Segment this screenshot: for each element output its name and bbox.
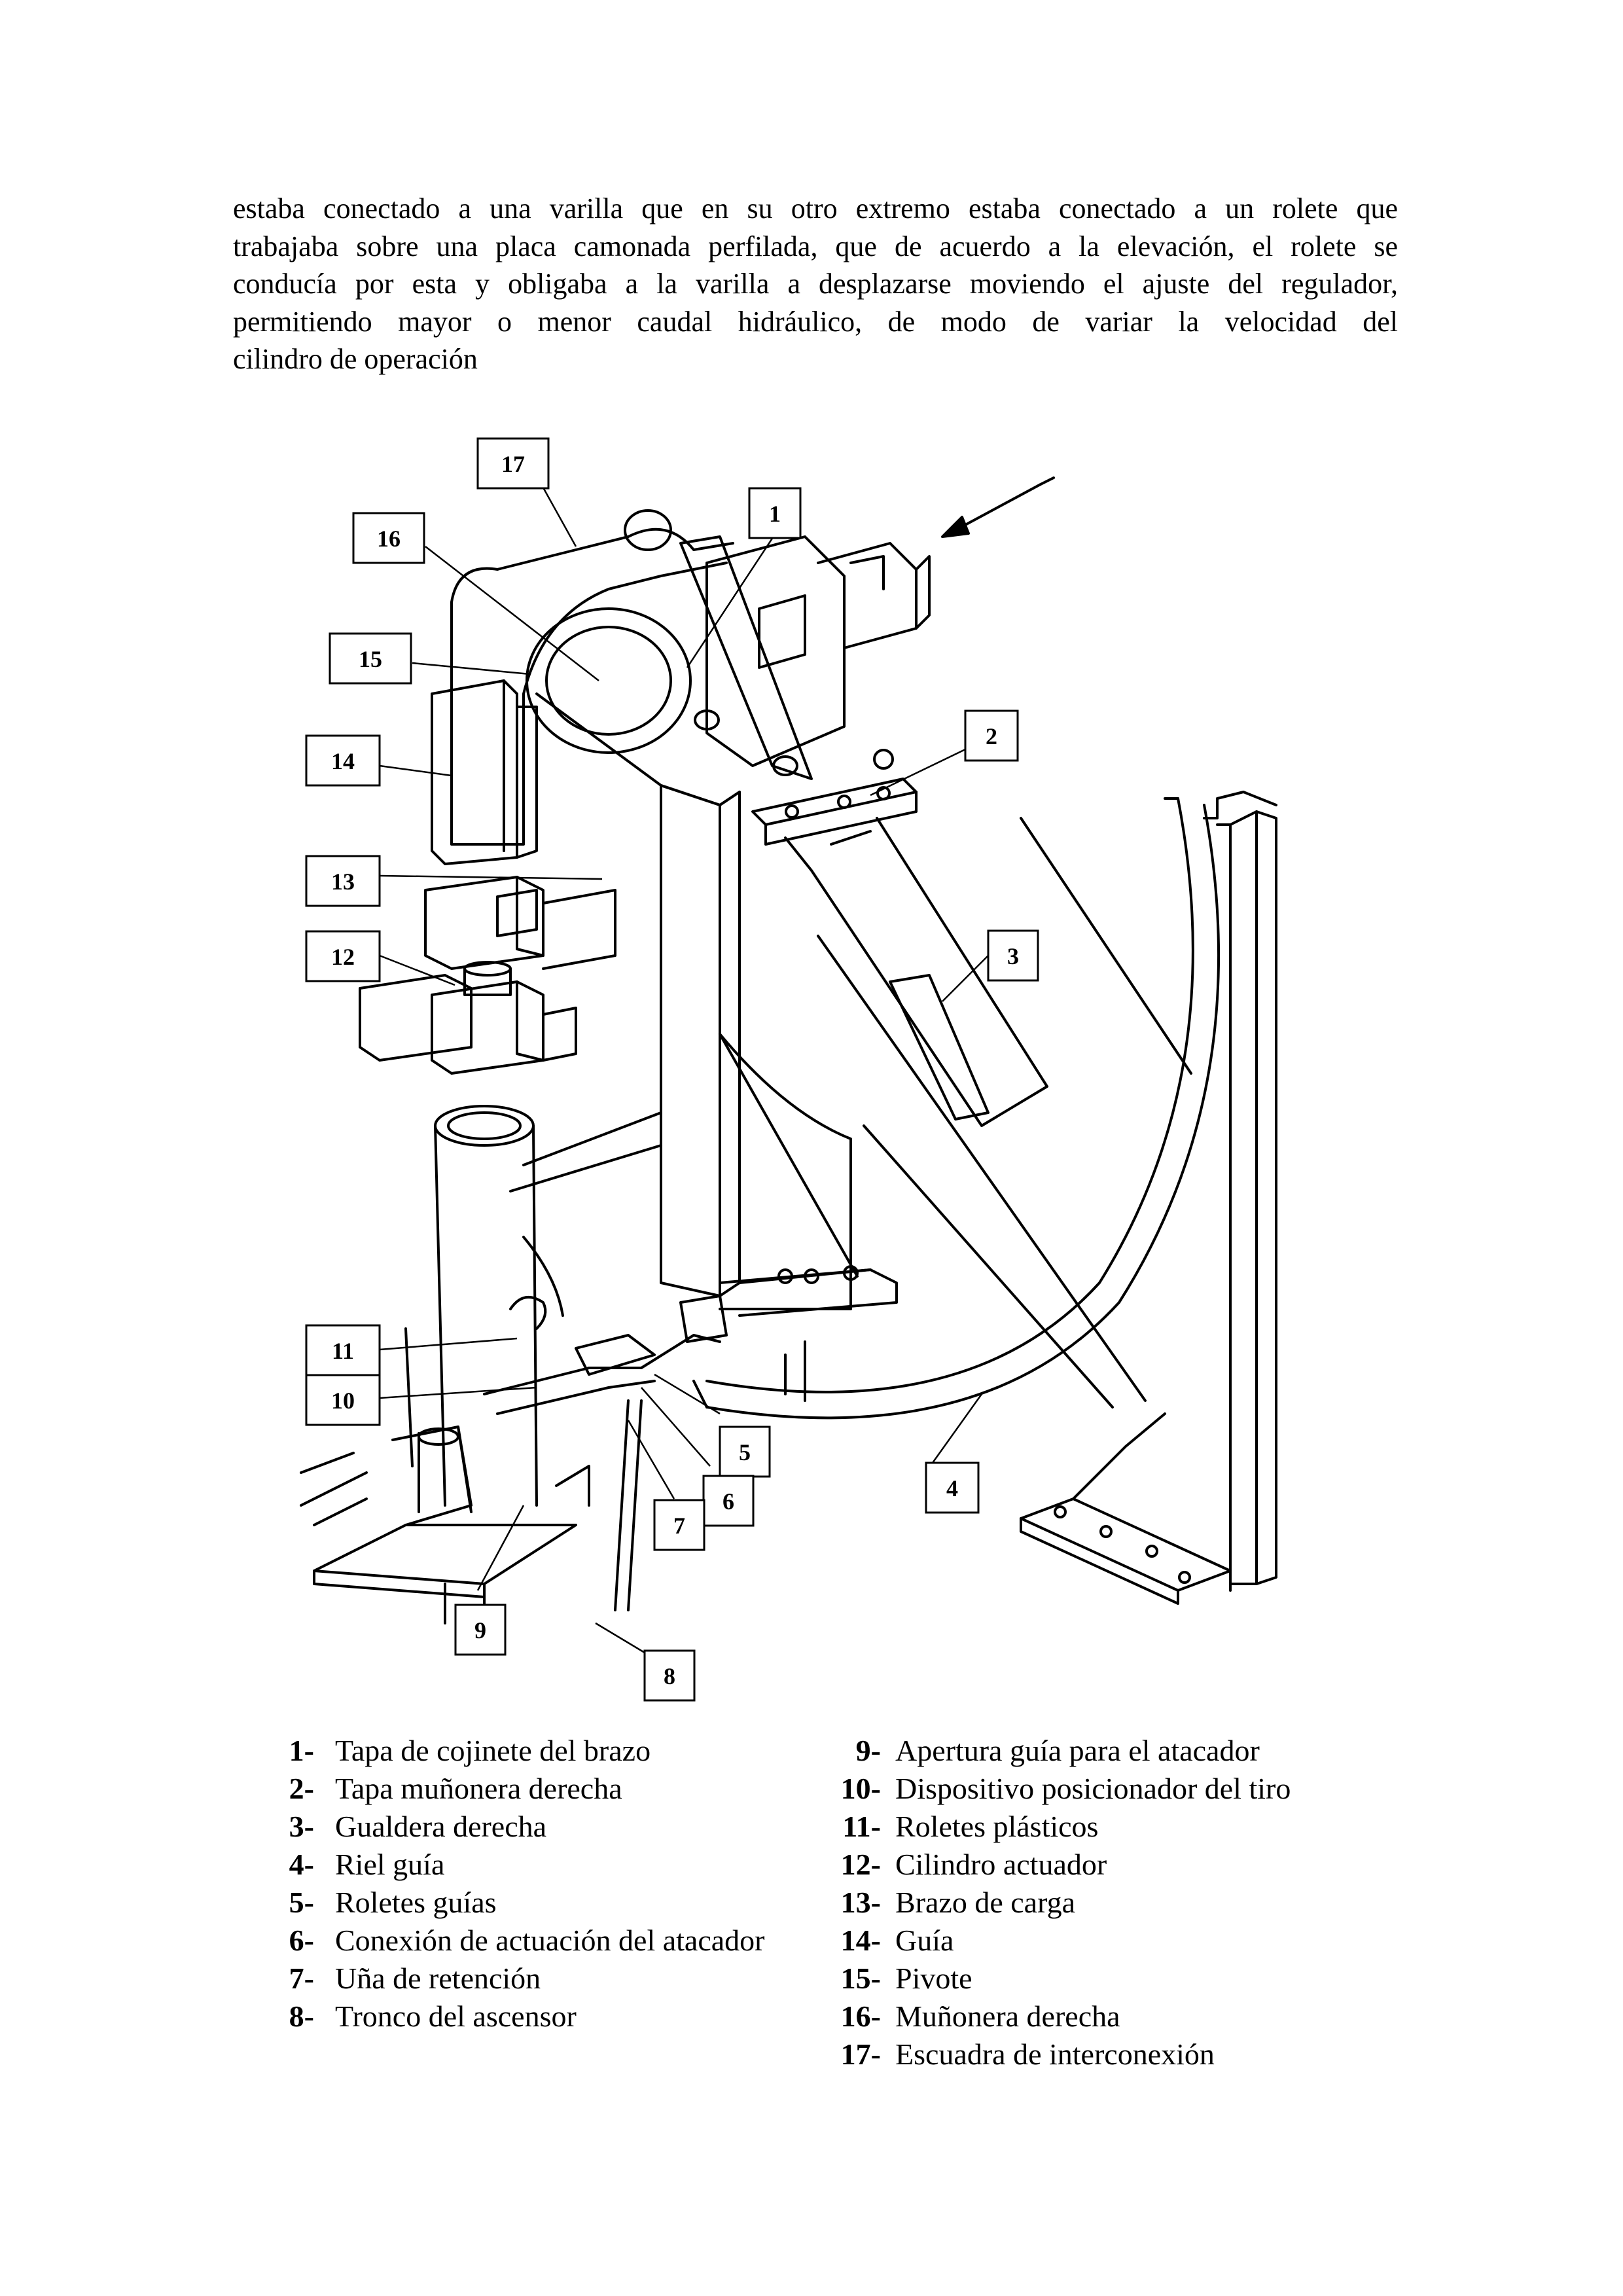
legend-text: Apertura guía para el atacador — [895, 1734, 1260, 1767]
legend-text: Conexión de actuación del atacador — [335, 1924, 765, 1957]
legend-text: Dispositivo posicionador del tiro — [895, 1772, 1291, 1805]
legend-item: 1- Tapa de cojinete del brazo — [275, 1732, 765, 1770]
callout-10: 10 — [305, 1374, 381, 1426]
callout-15: 15 — [329, 632, 412, 685]
callout-7: 7 — [653, 1499, 705, 1551]
legend-item: 15- Pivote — [831, 1960, 1291, 1998]
legend-number: 11- — [842, 1810, 881, 1843]
legend-item: 8- Tronco del ascensor — [275, 1998, 765, 2036]
legend-item: 2- Tapa muñonera derecha — [275, 1770, 765, 1808]
svg-text:12: 12 — [331, 944, 355, 970]
callout-1: 1 — [748, 487, 802, 539]
svg-text:5: 5 — [739, 1439, 751, 1465]
legend-text: Roletes plásticos — [895, 1810, 1099, 1843]
svg-text:11: 11 — [332, 1338, 354, 1364]
legend-item: 12- Cilindro actuador — [831, 1846, 1291, 1884]
legend-number: 2- — [289, 1772, 314, 1805]
callout-14: 14 — [305, 734, 381, 787]
legend-text: Gualdera derecha — [335, 1810, 547, 1843]
legend-number: 8- — [289, 2000, 314, 2033]
legend-number: 16- — [840, 2000, 881, 2033]
callout-2: 2 — [964, 709, 1019, 762]
legend-text: Pivote — [895, 1962, 972, 1995]
paragraph-line: trabajaba sobre una placa camonada perfi… — [233, 230, 1398, 262]
paragraph-line: estaba conectado a una varilla que en su… — [233, 192, 1398, 224]
leader-lines — [379, 487, 989, 1654]
callout-13: 13 — [305, 855, 381, 907]
legend-number: 15- — [840, 1962, 881, 1995]
legend-text: Roletes guías — [335, 1886, 497, 1919]
callout-3: 3 — [987, 929, 1039, 982]
legend-item: 11- Roletes plásticos — [831, 1808, 1291, 1846]
svg-text:1: 1 — [769, 501, 781, 527]
svg-text:3: 3 — [1007, 943, 1019, 969]
paragraph-line: conducía por esta y obligaba a la varill… — [233, 268, 1398, 300]
svg-text:8: 8 — [664, 1663, 675, 1689]
legend-text: Tronco del ascensor — [335, 2000, 577, 2033]
legend-text: Escuadra de interconexión — [895, 2037, 1215, 2071]
legend-item: 7- Uña de retención — [275, 1960, 765, 1998]
legend-text: Tapa muñonera derecha — [335, 1772, 622, 1805]
svg-text:2: 2 — [986, 723, 997, 749]
legend-number: 12- — [840, 1848, 881, 1881]
technical-drawing: 17 1 16 15 2 14 13 12 — [300, 437, 1277, 1702]
callout-5: 5 — [719, 1426, 771, 1478]
svg-text:7: 7 — [673, 1513, 685, 1539]
callout-9: 9 — [454, 1604, 507, 1656]
svg-text:15: 15 — [359, 646, 382, 672]
legend-text: Tapa de cojinete del brazo — [335, 1734, 651, 1767]
body-paragraph: estaba conectado a una varilla que en su… — [233, 190, 1398, 378]
callout-6: 6 — [702, 1475, 755, 1527]
callout-16: 16 — [352, 512, 425, 564]
legend-item: 14- Guía — [831, 1922, 1291, 1960]
legend-number: 7- — [289, 1962, 314, 1995]
callout-labels: 17 1 16 15 2 14 13 12 — [305, 437, 1039, 1702]
legend-number: 3- — [289, 1810, 314, 1843]
legend-text: Guía — [895, 1924, 954, 1957]
legend-number: 13- — [840, 1886, 881, 1919]
legend-number: 10- — [840, 1772, 881, 1805]
legend-number: 6- — [289, 1924, 314, 1957]
legend-item: 13- Brazo de carga — [831, 1884, 1291, 1922]
svg-text:13: 13 — [331, 869, 355, 895]
legend-left-column: 1- Tapa de cojinete del brazo 2- Tapa muño… — [275, 1732, 765, 2036]
callout-17: 17 — [476, 437, 550, 490]
legend-item: 17- Escuadra de interconexión — [831, 2036, 1291, 2073]
legend-item: 10- Dispositivo posicionador del tiro — [831, 1770, 1291, 1808]
svg-text:10: 10 — [331, 1388, 355, 1414]
svg-text:6: 6 — [722, 1488, 734, 1515]
paragraph-line: cilindro de operación — [233, 343, 478, 375]
callout-4: 4 — [925, 1462, 980, 1514]
legend-item: 4- Riel guía — [275, 1846, 765, 1884]
legend-item: 6- Conexión de actuación del atacador — [275, 1922, 765, 1960]
legend-number: 14- — [840, 1924, 881, 1957]
legend-text: Brazo de carga — [895, 1886, 1075, 1919]
svg-text:14: 14 — [331, 748, 355, 774]
svg-text:17: 17 — [501, 451, 525, 477]
legend-item: 3- Gualdera derecha — [275, 1808, 765, 1846]
legend-right-column: 9- Apertura guía para el atacador 10- Disp… — [831, 1732, 1291, 2073]
paragraph-line: permitiendo mayor o menor caudal hidrául… — [233, 305, 1398, 338]
legend-item: 5- Roletes guías — [275, 1884, 765, 1922]
legend-number: 9- — [855, 1734, 881, 1767]
legend-text: Uña de retención — [335, 1962, 541, 1995]
legend-number: 5- — [289, 1886, 314, 1919]
legend-text: Cilindro actuador — [895, 1848, 1107, 1881]
mechanism-illustration — [300, 476, 1277, 1631]
svg-text:4: 4 — [946, 1475, 958, 1501]
legend-item: 9- Apertura guía para el atacador — [831, 1732, 1291, 1770]
legend-text: Riel guía — [335, 1848, 445, 1881]
callout-12: 12 — [305, 930, 381, 982]
legend-number: 1- — [289, 1734, 314, 1767]
callout-8: 8 — [643, 1649, 696, 1702]
svg-text:9: 9 — [474, 1617, 486, 1643]
legend-item: 16- Muñonera derecha — [831, 1998, 1291, 2036]
legend-number: 4- — [289, 1848, 314, 1881]
legend-text: Muñonera derecha — [895, 2000, 1120, 2033]
legend-number: 17- — [840, 2037, 881, 2071]
svg-text:16: 16 — [377, 526, 401, 552]
callout-11: 11 — [305, 1324, 381, 1376]
